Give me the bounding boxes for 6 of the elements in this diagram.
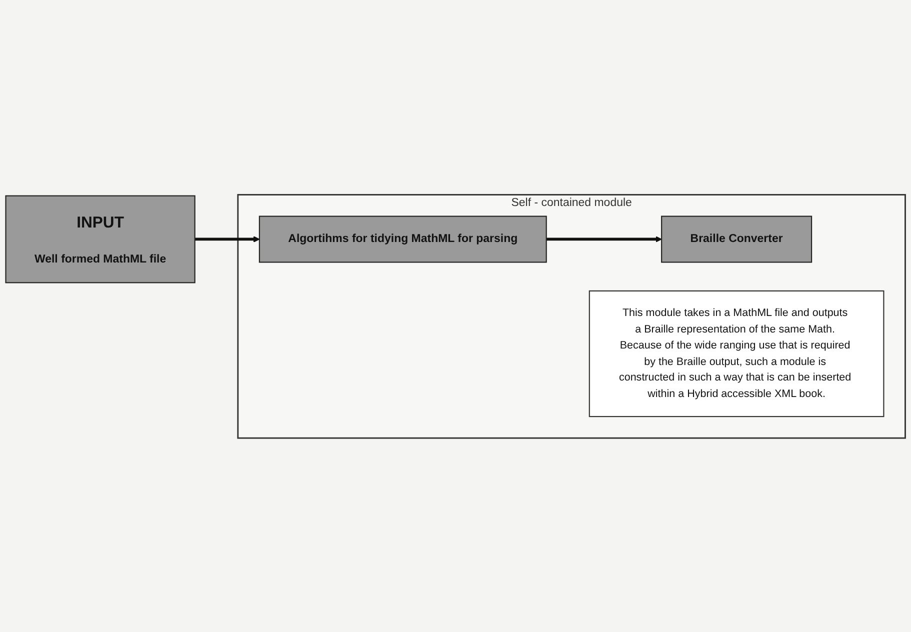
node-box: INPUT Well formed MathML file [5,194,196,283]
arrow [194,236,260,242]
arrow [546,236,662,242]
node-box: Braille Converter [661,215,812,262]
node-box: This module takes in a MathML file and outputs a Braille representation of the same Math. Because of the wide ranging use that is required by the Braille output, such a module is constructed in such a way that is can be inserted within a Hybrid accessible XML book. [588,290,884,417]
node-box: Algortihms for tidying MathML for parsing [258,215,547,262]
